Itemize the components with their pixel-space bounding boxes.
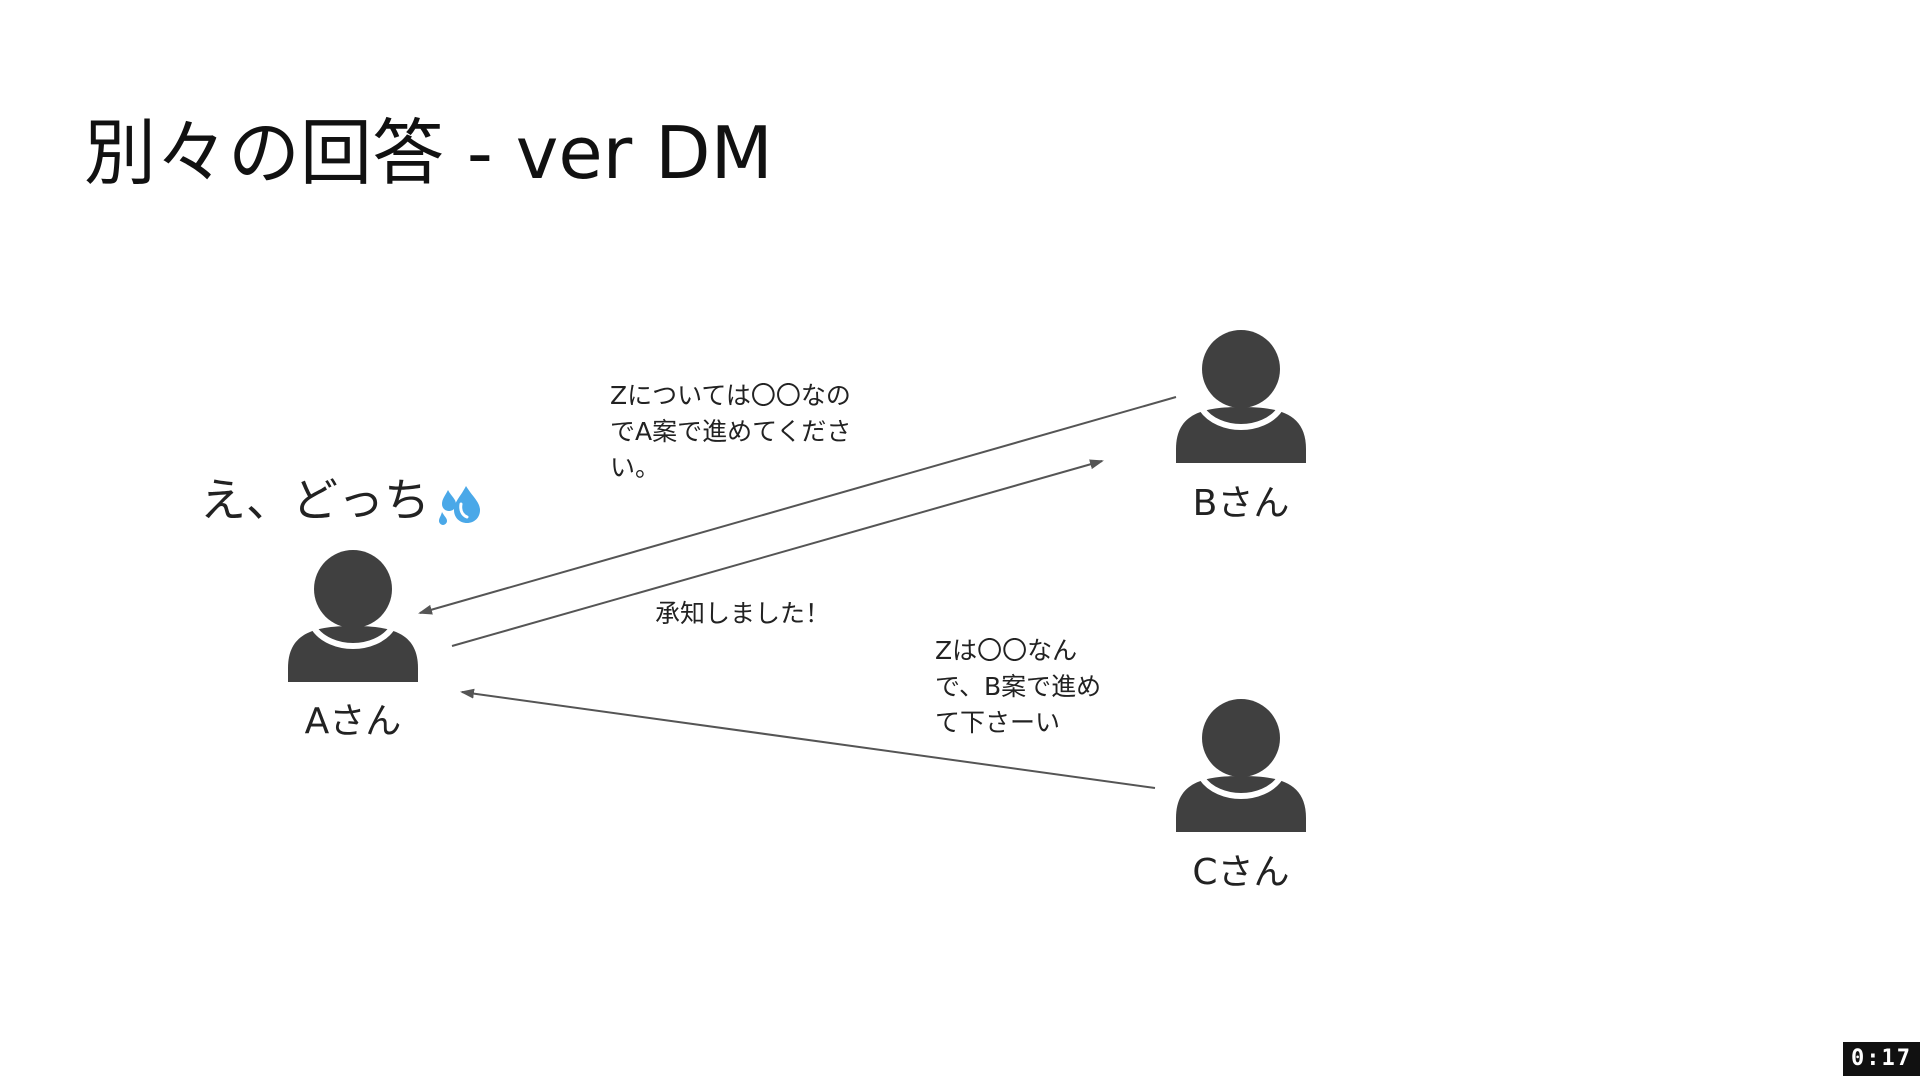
message-b-to-a: Zについては〇〇なの でA案で進めてくださ い。 xyxy=(610,378,851,486)
arrow-c-to-a xyxy=(460,688,1156,789)
message-line: て下さーい xyxy=(935,708,1061,737)
a-reaction: え、どっち xyxy=(200,472,484,528)
person-b-icon xyxy=(1176,330,1306,463)
person-a-label: Aさん xyxy=(304,701,402,742)
person-b-label: Bさん xyxy=(1192,483,1290,524)
message-a-to-b: 承知しました！ xyxy=(655,599,831,628)
playback-time-badge: 0:17 xyxy=(1843,1042,1920,1076)
slide-title: 別々の回答 - ver DM xyxy=(84,111,773,195)
sweat-droplets-icon xyxy=(439,485,480,525)
arrow-b-to-a xyxy=(418,396,1177,615)
person-c-icon xyxy=(1176,699,1306,832)
reaction-text: え、どっち xyxy=(200,473,430,527)
person-c-label: Cさん xyxy=(1192,852,1290,893)
message-line: Zについては〇〇なの xyxy=(610,381,851,410)
arrow-a-to-b xyxy=(451,459,1104,647)
message-line: でA案で進めてくださ xyxy=(610,417,852,446)
message-c-to-a: Zは〇〇なん で、B案で進め て下さーい xyxy=(935,633,1101,741)
message-line: い。 xyxy=(610,453,661,482)
message-line: で、B案で進め xyxy=(935,672,1102,701)
message-line: Zは〇〇なん xyxy=(935,636,1078,665)
person-a-icon xyxy=(288,550,418,682)
